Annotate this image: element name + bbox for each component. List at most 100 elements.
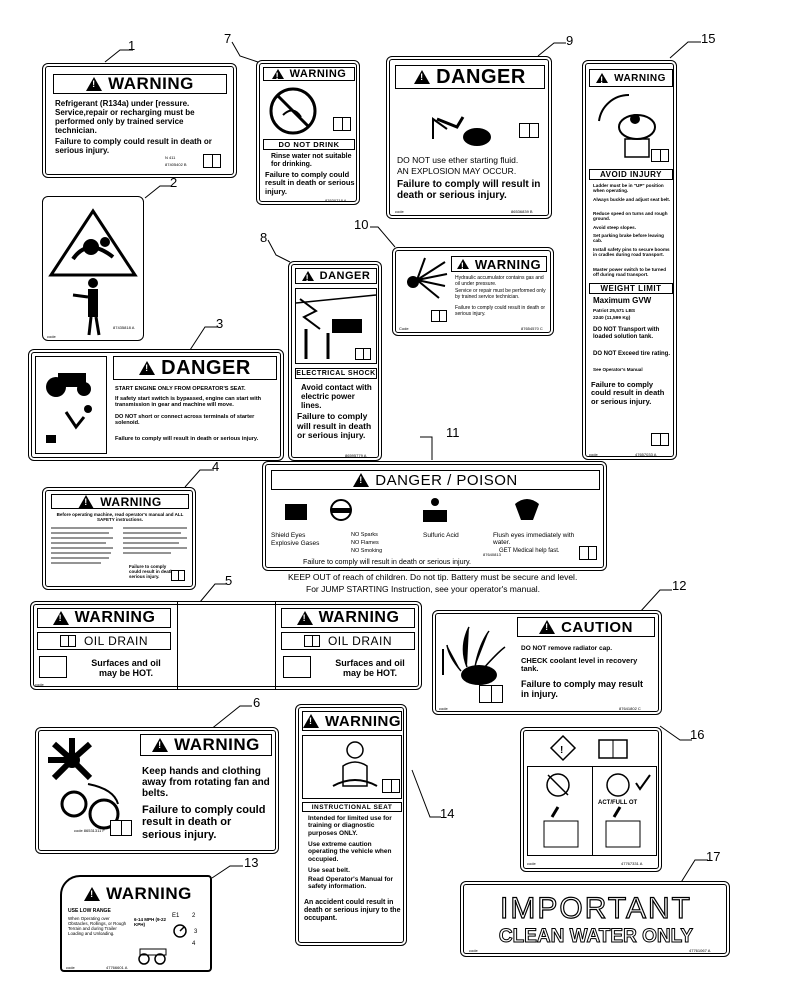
decal-5-oil-right: OIL DRAIN (281, 632, 415, 650)
callout-6: 6 (253, 695, 261, 710)
decal-16-top-icons: ! (549, 734, 628, 762)
decal-14-head-text: WARNING (325, 712, 401, 730)
decal-11-header: DANGER / POISON (271, 470, 600, 490)
decal-6-body: Keep hands and clothing away from rotati… (142, 766, 270, 800)
decal-13: WARNING USE LOW RANGE When Operating ove… (60, 875, 212, 972)
decal-17-code: 47761067 A (689, 948, 711, 953)
decal-5-blank-panel (177, 602, 276, 689)
decal-10-header: WARNING (451, 256, 547, 272)
decal-17-l1: IMPORTANT (499, 891, 692, 925)
manual-book-icon (110, 820, 132, 836)
manual-book-icon (59, 635, 76, 647)
tractor-runover-icon (35, 356, 107, 454)
decal-1-code2: 87405402 B (165, 162, 187, 167)
decal-4-foot: Failure to comply could result in death … (129, 564, 179, 580)
decal-3-l3: DO NOT short or connect across terminals… (115, 414, 255, 427)
decal-5-left-panel: WARNING OIL DRAIN Surfaces and oil may b… (31, 602, 178, 689)
warning-triangle-icon (52, 611, 69, 625)
decal-8-head-text: DANGER (319, 270, 371, 282)
decal-5-hot-right: Surfaces and oil may be HOT. (335, 658, 405, 679)
manual-book-icon (651, 149, 669, 162)
hot-coolant-spray-icon (442, 626, 506, 685)
decal-14-l4: Read Operator's Manual for safety inform… (308, 876, 393, 891)
decal-11-foot: Failure to comply will result in death o… (303, 557, 472, 566)
decal-8-header: DANGER (295, 268, 377, 284)
svg-text:E1: E1 (172, 913, 180, 919)
decal-17: IMPORTANT CLEAN WATER ONLY code 47761067… (460, 881, 730, 957)
decal-9-l1: DO NOT use ether starting fluid. (397, 155, 519, 165)
decal-15-l7: Master power switch to be turned off dur… (593, 267, 666, 278)
callout-11: 11 (446, 425, 460, 440)
decal-9-foot: Failure to comply will result in death o… (397, 179, 541, 202)
decal-14-l2: Use extreme caution operating the vehicl… (308, 841, 392, 863)
manual-book-icon (171, 570, 185, 581)
decal-15-code: 47657033 A (635, 452, 657, 457)
callout-1: 1 (128, 38, 136, 53)
decal-9-code0: code (395, 209, 404, 214)
decal-5: WARNING OIL DRAIN Surfaces and oil may b… (30, 601, 422, 690)
decal-5-header-right: WARNING (281, 608, 415, 628)
ladder-position-icon (598, 93, 656, 158)
decal-14-l1: Intended for limited use for training or… (308, 815, 392, 837)
decal-15: WARNING AVOID INJURY Ladder must be in "… (582, 60, 677, 460)
warning-triangle-icon (86, 77, 103, 91)
decal-13-l2: When Operating over Obstacles, Rollings,… (68, 916, 127, 936)
warning-triangle-icon (303, 714, 319, 728)
decal-11-below1: KEEP OUT of reach of children. Do not ti… (288, 572, 578, 582)
decal-15-foot: Failure to comply could result in death … (591, 380, 665, 406)
decal-7-head-text: WARNING (289, 68, 347, 80)
decal-3: DANGER START ENGINE ONLY FROM OPERATOR'S… (28, 349, 284, 461)
decal-5-header-left: WARNING (37, 608, 171, 628)
decal-5-oil-left-text: OIL DRAIN (83, 634, 149, 648)
decal-15-t1: DO NOT Transport with loaded solution ta… (593, 327, 660, 340)
fall-hazard-pictogram-icon (48, 208, 138, 336)
decal-12-l2: CHECK coolant level in recovery tank. (521, 656, 638, 674)
hot-surface-hand-icon (39, 656, 67, 678)
decal-12-header: CAUTION (517, 617, 655, 637)
decal-10-code0: Code (399, 326, 409, 331)
warning-triangle-icon (78, 494, 95, 509)
decal-3-l4: Failure to comply will result in death o… (115, 436, 259, 442)
decal-1-body: Refrigerant (R134a) under [ressure. Serv… (55, 99, 195, 135)
manual-book-icon (303, 635, 320, 647)
decal-8-title: ELECTRICAL SHOCK (295, 368, 377, 379)
callout-15: 15 (701, 31, 716, 46)
decal-15-l2: Always buckle and adjust seat belt. (593, 197, 671, 202)
decal-6-head-text: WARNING (174, 735, 260, 754)
decal-4-header: WARNING (51, 494, 189, 509)
coolant-reservoir-icon (543, 773, 651, 848)
decal-13-head-text: WARNING (106, 884, 192, 903)
decal-8-foot: Failure to comply will result in death o… (297, 411, 372, 441)
decal-11-head-text: DANGER / POISON (375, 471, 518, 489)
decal-1-head-text: WARNING (108, 74, 194, 93)
decal-5-code: code (35, 682, 44, 687)
decal-3-l2: If safety start switch is bypassed, engi… (115, 396, 262, 409)
decal-4-intro: Before operating machine, read operator'… (56, 512, 184, 523)
manual-book-icon (203, 154, 221, 168)
decal-14-foot: An accident could result in death or ser… (304, 899, 401, 922)
decal-15-l5: Set parking brake before leaving cab. (593, 233, 664, 244)
decal-13-code: 47766601 A (106, 965, 128, 970)
warning-triangle-icon (271, 69, 284, 81)
decal-10-code: 87654570 C (521, 326, 543, 331)
decal-12: CAUTION DO NOT remove radiator cap. CHEC… (432, 610, 662, 715)
decal-11-i2: Explosive Gases (271, 540, 320, 547)
decal-11-i3: NO Sparks (351, 532, 378, 538)
decal-6-header: WARNING (140, 734, 272, 756)
decal-11-i1: Shield Eyes (271, 532, 306, 539)
manual-book-icon (519, 123, 539, 138)
battery-hazard-icons (285, 498, 539, 522)
decal-15-l6: Install safety pins to secure booms in c… (593, 247, 670, 258)
decal-14-header: WARNING (302, 711, 402, 731)
decal-16-label: ACT/FULL OT (598, 800, 638, 806)
decal-4-fineprint-lines (51, 527, 187, 564)
decal-3-head-text: DANGER (161, 356, 251, 379)
callout-13: 13 (244, 855, 259, 870)
decal-15-t2: DO NOT Exceed tire rating. (593, 351, 671, 357)
callout-14: 14 (440, 806, 455, 821)
callout-16: 16 (690, 727, 705, 742)
decal-8-code: 86595779 A (345, 453, 367, 458)
decal-2-code0: code (47, 334, 56, 339)
svg-text:2: 2 (192, 913, 196, 919)
